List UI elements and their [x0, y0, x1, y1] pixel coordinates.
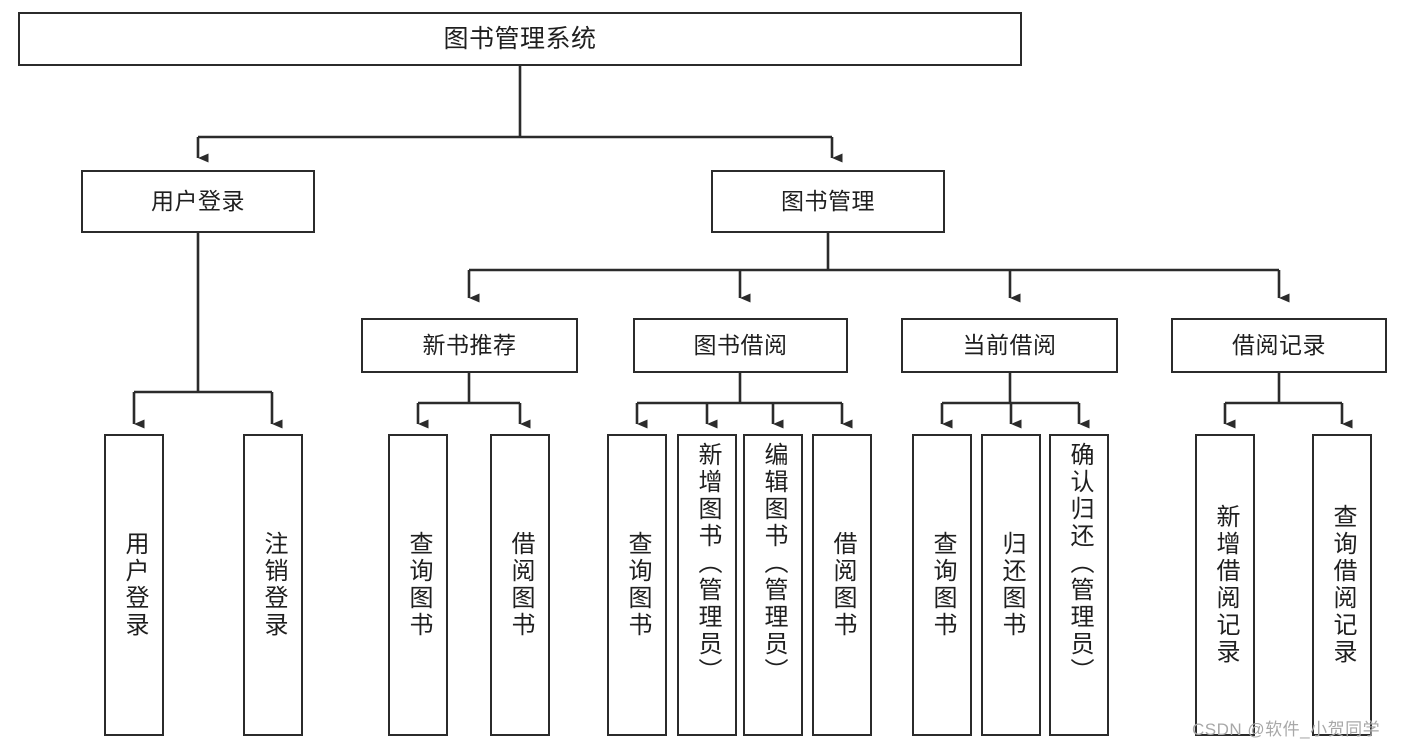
- node-current-borrow[interactable]: 当前借阅: [901, 318, 1118, 373]
- node-label: 用户登录: [121, 531, 148, 639]
- node-new-book-recommend[interactable]: 新书推荐: [361, 318, 578, 373]
- node-label: 用户登录: [151, 187, 245, 214]
- node-leaf-query-book-recommend[interactable]: 查询图书: [388, 434, 448, 736]
- node-leaf-confirm-return[interactable]: 确认归还（管理员）: [1049, 434, 1109, 736]
- node-label: 编辑图书（管理员）: [760, 442, 787, 685]
- node-leaf-logout[interactable]: 注销登录: [243, 434, 303, 736]
- node-label: 新增借阅记录: [1212, 504, 1239, 666]
- node-leaf-edit-book[interactable]: 编辑图书（管理员）: [743, 434, 803, 736]
- node-user-login[interactable]: 用户登录: [81, 170, 315, 233]
- node-label: 借阅图书: [507, 531, 534, 639]
- node-label: 注销登录: [260, 531, 287, 639]
- node-label: 查询图书: [405, 531, 432, 639]
- watermark-csdn: CSDN @软件_小贺同学: [1192, 720, 1381, 739]
- node-leaf-query-borrow-record[interactable]: 查询借阅记录: [1312, 434, 1372, 736]
- node-label: 当前借阅: [962, 331, 1057, 358]
- node-leaf-borrow-book-recommend[interactable]: 借阅图书: [490, 434, 550, 736]
- node-label: 图书借阅: [693, 331, 788, 358]
- node-leaf-return-book[interactable]: 归还图书: [981, 434, 1041, 736]
- node-label: 查询图书: [929, 531, 956, 639]
- node-label: 查询借阅记录: [1329, 504, 1356, 666]
- node-leaf-query-book-current[interactable]: 查询图书: [912, 434, 972, 736]
- node-borrow-record[interactable]: 借阅记录: [1171, 318, 1387, 373]
- node-label: 借阅记录: [1232, 331, 1326, 358]
- node-label: 归还图书: [998, 531, 1025, 639]
- node-book-management[interactable]: 图书管理: [711, 170, 945, 233]
- node-label: 借阅图书: [829, 531, 856, 639]
- node-leaf-add-borrow-record[interactable]: 新增借阅记录: [1195, 434, 1255, 736]
- node-label: 确认归还（管理员）: [1066, 442, 1093, 685]
- node-book-borrow[interactable]: 图书借阅: [633, 318, 848, 373]
- node-label: 查询图书: [624, 531, 651, 639]
- node-leaf-query-book-borrow[interactable]: 查询图书: [607, 434, 667, 736]
- node-label: 新增图书（管理员）: [694, 442, 721, 685]
- node-leaf-add-book[interactable]: 新增图书（管理员）: [677, 434, 737, 736]
- node-label: 新书推荐: [422, 331, 517, 358]
- node-leaf-user-login[interactable]: 用户登录: [104, 434, 164, 736]
- node-leaf-borrow-book-borrow[interactable]: 借阅图书: [812, 434, 872, 736]
- node-label: 图书管理系统: [443, 25, 597, 53]
- node-label: 图书管理: [781, 187, 875, 214]
- node-root-book-management-system[interactable]: 图书管理系统: [18, 12, 1022, 66]
